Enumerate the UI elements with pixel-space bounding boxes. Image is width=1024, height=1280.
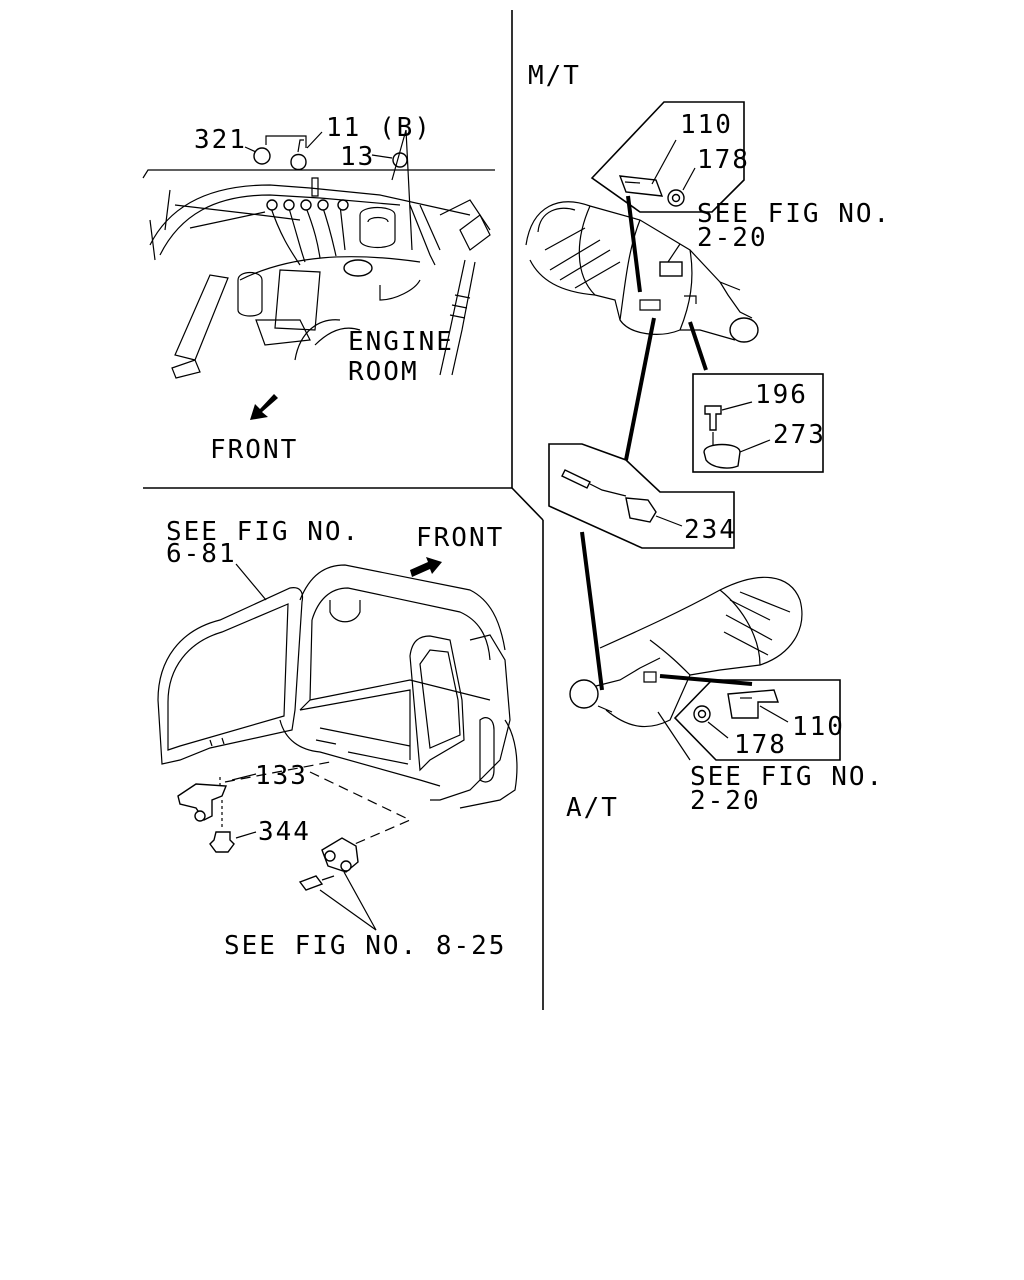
engine-room-panel: 321 11 (B) 13 ENGINE ROOM FRONT bbox=[142, 113, 495, 465]
engine-room-caption-line1: ENGINE bbox=[348, 327, 454, 357]
rear-front-label: FRONT bbox=[416, 523, 504, 553]
part-number-11b: 11 (B) bbox=[326, 113, 432, 143]
rear-see-fig-line1: SEE FIG NO. bbox=[166, 517, 360, 547]
rear-see-fig-line2: 6-81 bbox=[166, 539, 237, 569]
mt-see-fig-line1: SEE FIG NO. bbox=[697, 199, 891, 229]
mt-part-178: 178 bbox=[697, 145, 750, 175]
at-see-fig-line2: 2-20 bbox=[690, 786, 761, 816]
engine-room-front-label: FRONT bbox=[210, 435, 298, 465]
front-arrow-icon bbox=[250, 394, 278, 420]
mt-part-196: 196 bbox=[755, 380, 808, 410]
mt-part-273: 273 bbox=[773, 420, 826, 450]
mt-part-234: 234 bbox=[684, 515, 737, 545]
part-number-13: 13 bbox=[340, 142, 375, 172]
panel-dividers bbox=[143, 10, 544, 1010]
rear-part-344: 344 bbox=[258, 817, 311, 847]
engine-room-caption-line2: ROOM bbox=[348, 357, 419, 387]
rear-see-fig-bottom: SEE FIG NO. 8-25 bbox=[224, 931, 506, 961]
at-part-178: 178 bbox=[734, 730, 787, 760]
manual-transmission-panel: M/T 110 178 SEE FIG NO. 2-20 bbox=[525, 61, 891, 549]
at-label: A/T bbox=[566, 793, 619, 823]
part-number-321: 321 bbox=[194, 125, 247, 155]
at-part-110: 110 bbox=[792, 712, 845, 742]
mt-label: M/T bbox=[528, 61, 581, 91]
rear-body-panel: SEE FIG NO. 6-81 FRONT bbox=[157, 517, 518, 961]
automatic-transmission-panel: 110 178 SEE FIG NO. 2-20 A/T bbox=[566, 531, 884, 823]
at-see-fig-line1: SEE FIG NO. bbox=[690, 762, 884, 792]
mt-see-fig-line2: 2-20 bbox=[697, 223, 768, 253]
rear-front-arrow-icon bbox=[410, 557, 442, 577]
mt-part-110: 110 bbox=[680, 110, 733, 140]
rear-part-133: 133 bbox=[255, 761, 308, 791]
